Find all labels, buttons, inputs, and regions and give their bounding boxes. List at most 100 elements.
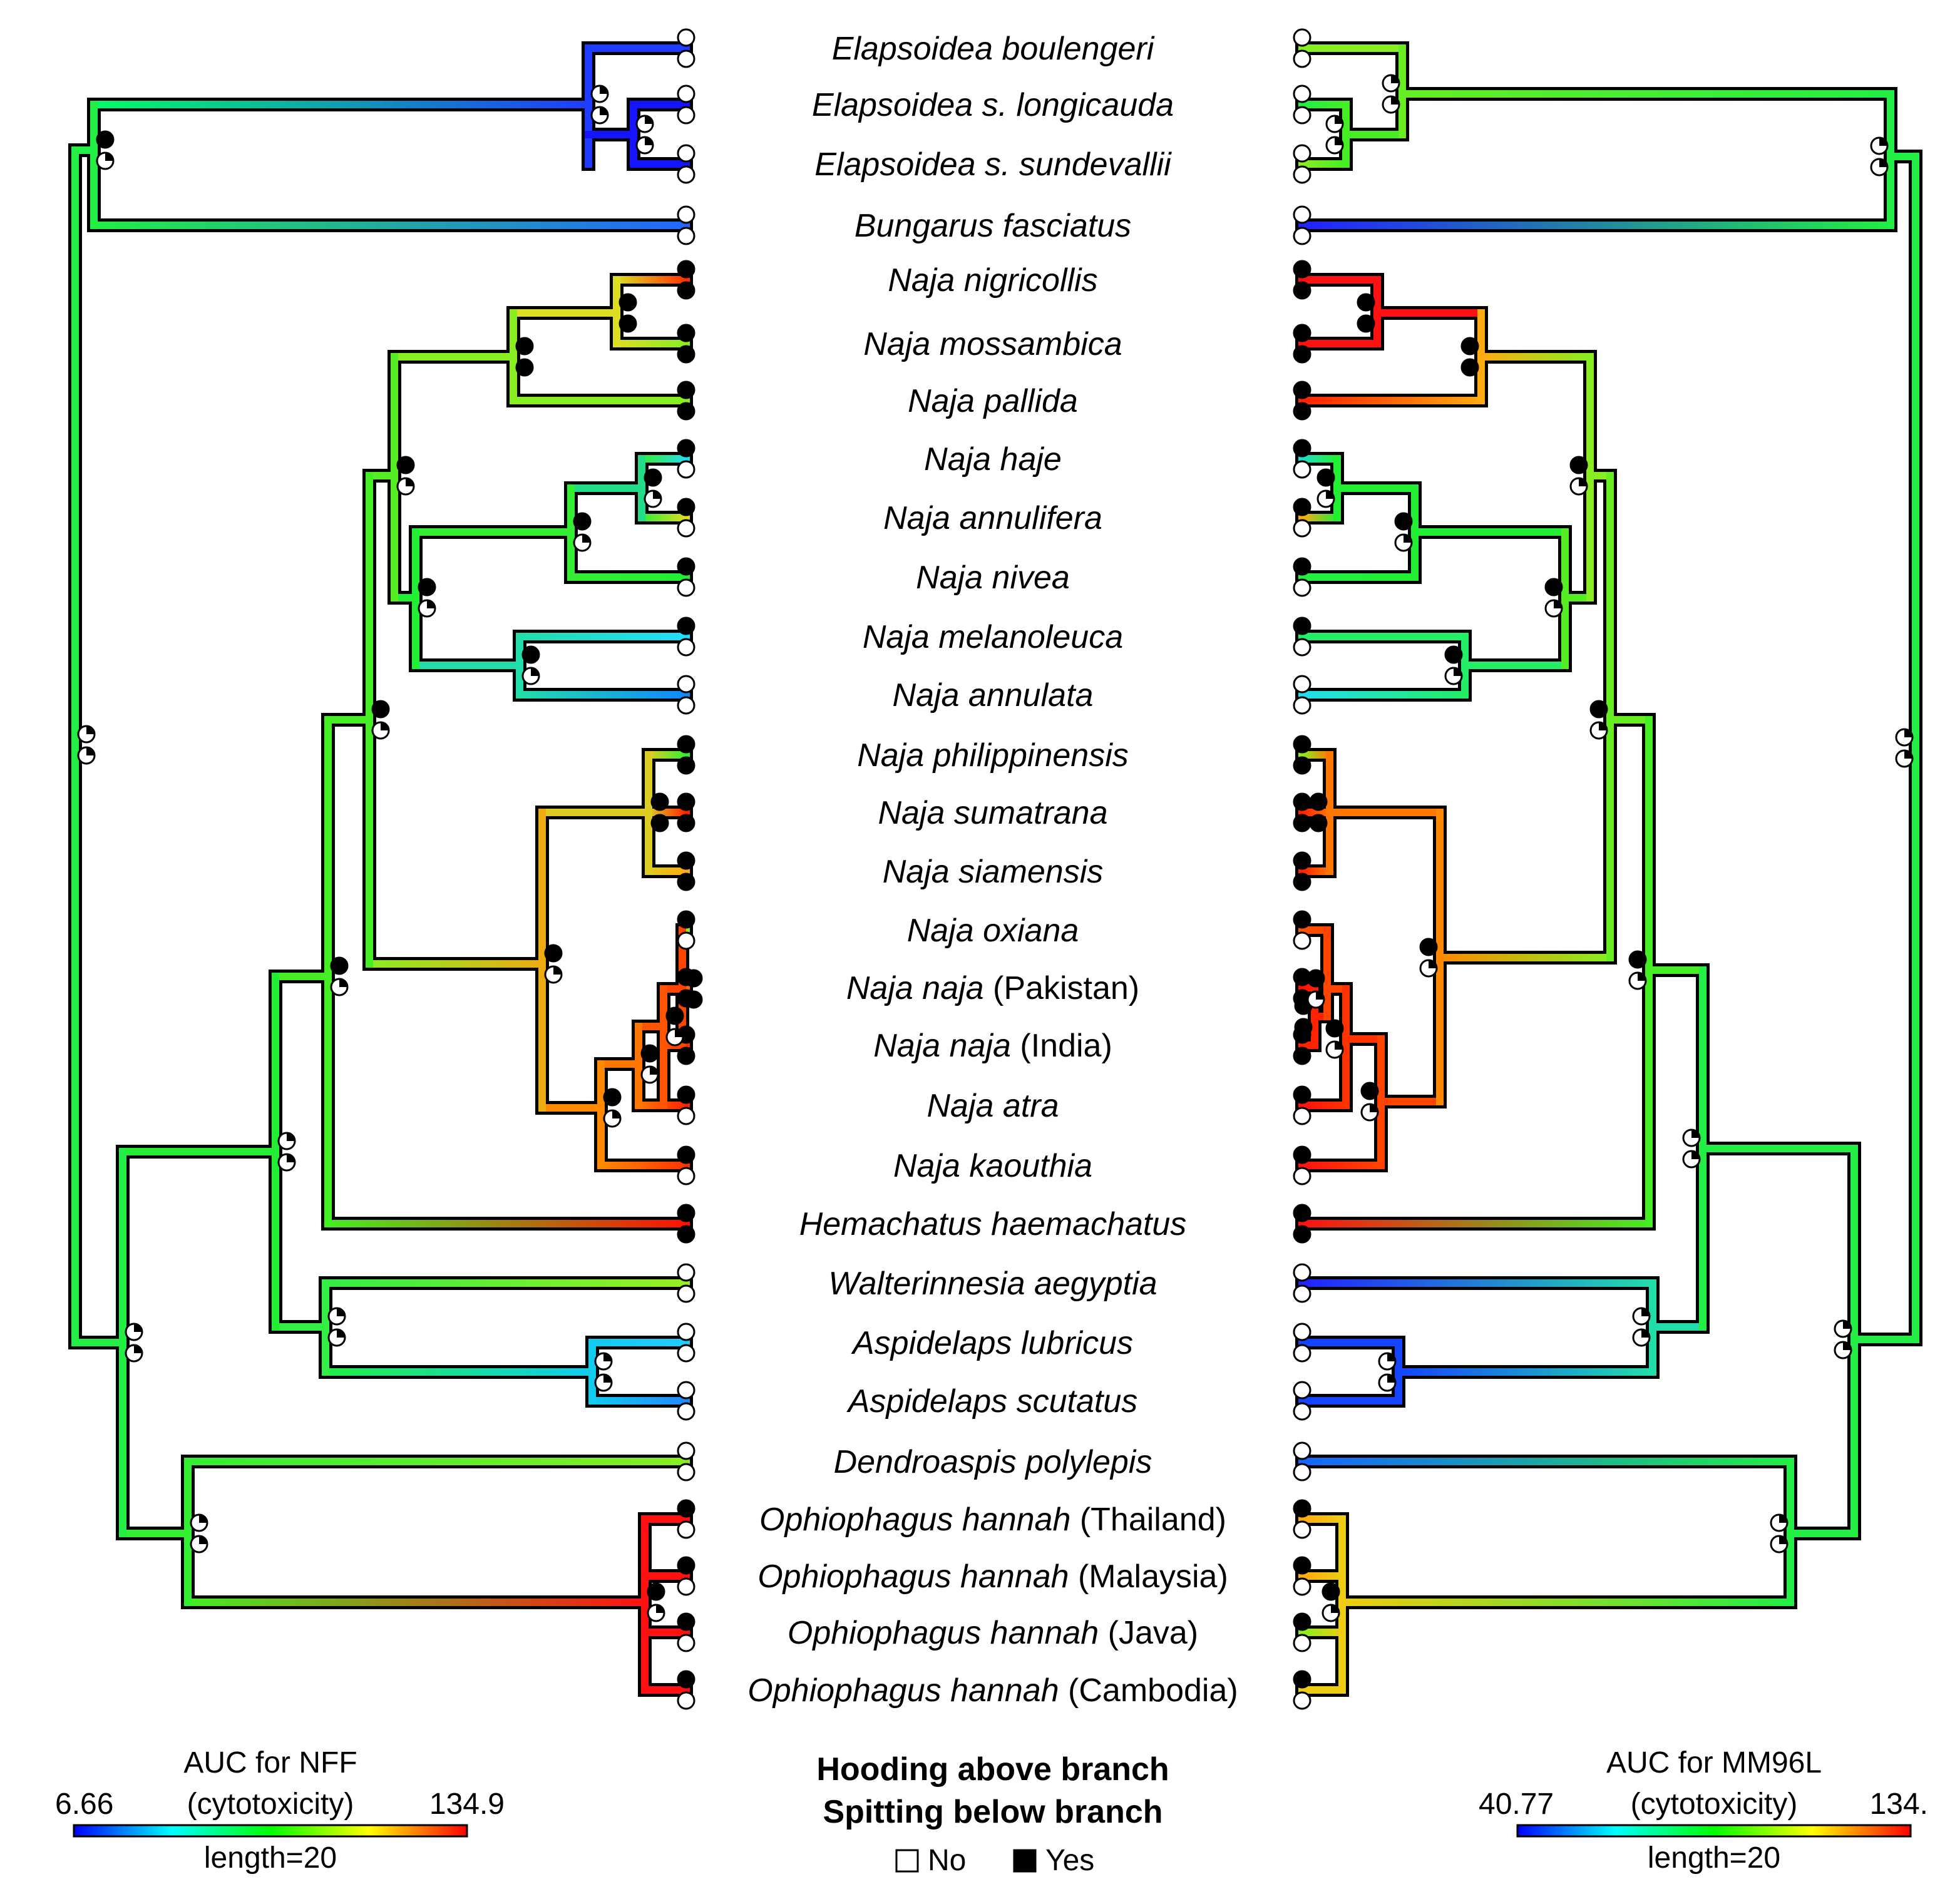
branch-fills — [1298, 44, 1919, 1694]
state-marker-no — [677, 1381, 695, 1400]
taxon-species-name: Aspidelaps scutatus — [846, 1383, 1138, 1420]
state-marker-fill — [603, 1353, 612, 1361]
state-marker-no — [1293, 1344, 1311, 1363]
state-marker-no — [677, 1634, 695, 1652]
state-marker-fill — [381, 722, 389, 730]
state-marker-fill — [86, 747, 95, 755]
left-legend-max: 134.9 — [429, 1788, 505, 1821]
state-marker-yes — [1293, 1612, 1311, 1631]
state-marker-no — [1293, 1167, 1311, 1185]
state-marker-fill — [339, 979, 347, 987]
state-marker-fill — [600, 86, 608, 94]
state-marker-yes — [677, 1204, 695, 1222]
taxon-species-name: Ophiophagus hannah — [757, 1559, 1069, 1595]
state-marker-no — [677, 1344, 695, 1363]
state-marker-no — [1293, 1691, 1311, 1710]
state-marker-no — [1293, 1284, 1311, 1303]
state-marker-no — [677, 1263, 695, 1282]
state-marker-yes — [677, 1670, 695, 1689]
taxon-label: Aspidelaps lubricus — [851, 1325, 1133, 1361]
state-marker-no — [677, 205, 695, 224]
state-marker-no — [677, 696, 695, 715]
left-legend-subtitle: (cytotoxicity) — [187, 1788, 354, 1821]
state-marker-yes — [1544, 578, 1563, 596]
state-marker-fill — [653, 491, 661, 499]
state-marker-no — [677, 638, 695, 657]
taxon-label: Naja naja (India) — [873, 1028, 1112, 1064]
state-marker-yes — [1444, 645, 1463, 664]
left-color-scale — [73, 1824, 468, 1838]
state-marker-yes — [418, 578, 436, 596]
state-marker-fill — [1335, 116, 1343, 124]
taxon-label: Naja annulata — [893, 677, 1094, 714]
left-legend-title: AUC for NFF — [183, 1746, 357, 1779]
state-marker-yes — [677, 1612, 695, 1631]
state-marker-yes — [1293, 1047, 1311, 1065]
state-marker-no — [1293, 1107, 1311, 1125]
state-marker-yes — [677, 324, 695, 342]
right-legend-length: length=20 — [1648, 1841, 1780, 1875]
state-marker-fill — [1843, 1321, 1851, 1329]
taxon-label: Ophiophagus hannah (Thailand) — [759, 1502, 1226, 1538]
state-marker-yes — [1309, 792, 1328, 811]
state-marker-no — [1293, 931, 1311, 950]
state-marker-no — [677, 578, 695, 597]
state-marker-fill — [1370, 1104, 1378, 1112]
state-marker-no — [1293, 1463, 1311, 1482]
state-marker-fill — [675, 1029, 683, 1037]
state-marker-fill — [134, 1324, 142, 1332]
taxon-label: Naja philippinensis — [857, 737, 1129, 774]
state-marker-yes — [1293, 1085, 1311, 1104]
state-marker-no — [1293, 696, 1311, 715]
yes-state-swatch — [1013, 1849, 1037, 1873]
no-state-swatch — [895, 1849, 919, 1873]
state-marker-yes — [521, 645, 540, 664]
state-marker-yes — [1293, 498, 1311, 516]
state-marker-yes — [603, 1088, 622, 1107]
state-marker-yes — [1309, 814, 1328, 832]
state-markers — [1293, 28, 1914, 1710]
state-marker-no — [1293, 227, 1311, 245]
state-marker-no — [677, 144, 695, 163]
state-marker-yes — [1293, 345, 1311, 364]
state-marker-yes — [1360, 1082, 1379, 1100]
state-marker-no — [677, 1441, 695, 1460]
state-marker-yes — [677, 1145, 695, 1164]
left-legend-length: length=20 — [204, 1841, 337, 1875]
state-marker-fill — [656, 1605, 664, 1613]
state-marker-no — [677, 1402, 695, 1421]
state-marker-no — [1293, 1402, 1311, 1421]
state-marker-yes — [677, 1556, 695, 1575]
state-marker-no — [1293, 638, 1311, 657]
state-marker-yes — [1293, 1145, 1311, 1164]
right-legend: AUC for MM96L (cytotoxicity) 40.77 134. … — [1479, 1746, 1928, 1875]
state-marker-yes — [1293, 281, 1311, 300]
state-marker-no — [1293, 165, 1311, 184]
taxon-label: Naja annulifera — [883, 500, 1102, 536]
state-marker-yes — [1293, 1225, 1311, 1244]
taxon-label: Elapsoidea boulengeri — [832, 31, 1155, 67]
state-marker-yes — [1293, 260, 1311, 279]
taxon-species-name: Naja kaouthia — [893, 1148, 1092, 1184]
state-marker-yes — [544, 944, 563, 963]
state-marker-no — [677, 49, 695, 68]
state-marker-yes — [1394, 512, 1413, 531]
state-marker-yes — [1293, 439, 1311, 458]
state-marker-fill — [1579, 478, 1587, 486]
state-marker-no — [1293, 1577, 1311, 1596]
taxon-label: Naja haje — [924, 441, 1062, 478]
state-marker-no — [1293, 1634, 1311, 1652]
state-marker-no — [1293, 49, 1311, 68]
taxon-species-name: Naja oxiana — [907, 913, 1079, 949]
no-state-label: No — [928, 1844, 966, 1877]
state-marker-no — [677, 931, 695, 950]
state-marker-no — [677, 1107, 695, 1125]
state-marker-fill — [1638, 973, 1646, 981]
state-marker-yes — [677, 439, 695, 458]
state-marker-fill — [645, 116, 653, 124]
state-marker-yes — [1589, 700, 1608, 719]
state-marker-fill — [1335, 1042, 1343, 1050]
taxon-label: Naja kaouthia — [893, 1148, 1092, 1184]
taxon-label: Aspidelaps scutatus — [846, 1383, 1138, 1420]
state-marker-fill — [199, 1536, 207, 1544]
